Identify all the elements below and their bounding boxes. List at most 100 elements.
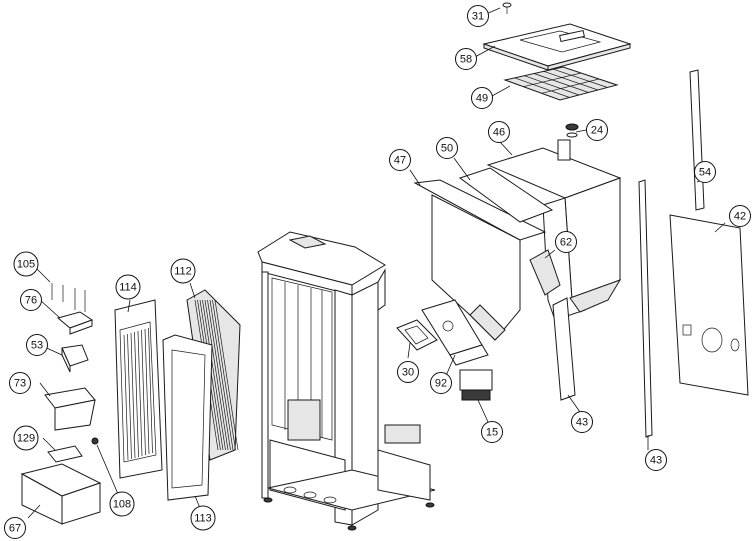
strip-54 [689,69,705,211]
strip-43-right [638,179,653,438]
callout-label: 54 [699,167,711,179]
callout-circle [115,274,141,300]
motor-15 [459,369,493,401]
callout-129: 129 [13,425,39,451]
bracket-50 [458,167,554,223]
leader-lines [27,7,726,519]
hopper-front-47 [413,179,547,341]
callout-circle [109,491,135,517]
callout-label: 114 [119,282,137,294]
callout-92: 92 [430,372,452,394]
callout-43b: 43 [645,449,667,471]
callout-label: 73 [14,378,26,390]
callout-54: 54 [694,161,716,183]
callout-circle [13,251,39,277]
callout-53: 53 [26,334,48,356]
callout-46: 46 [488,121,510,143]
callout-circle [729,205,751,227]
callout-circle [555,231,577,253]
callout-label: 24 [591,125,603,137]
knob-108 [91,437,99,445]
callout-label: 46 [493,127,505,139]
callout-circle [20,289,42,311]
callout-label: 108 [113,499,131,511]
callout-label: 31 [472,11,484,23]
callout-circle [467,5,489,27]
box-53 [61,344,89,373]
plate-62 [529,249,561,296]
callout-label: 92 [435,378,447,390]
callout-circle [389,149,411,171]
panel-114 [114,299,163,479]
callout-31: 31 [467,5,489,27]
callout-label: 67 [9,523,21,535]
callout-circle [397,361,419,383]
door-113 [162,334,213,501]
gasket-30 [396,319,438,351]
strip-43-mid [552,297,576,401]
screws-105 [51,283,86,312]
callout-circle [13,425,39,451]
gasket-129 [47,445,83,463]
callout-circle [481,421,503,443]
callout-label: 129 [17,433,35,445]
screw-31 [502,2,512,14]
callout-47: 47 [389,149,411,171]
callout-15: 15 [481,421,503,443]
bracket-76 [56,311,94,335]
callout-105: 105 [13,251,39,277]
callout-label: 49 [476,93,488,105]
callout-label: 105 [17,259,35,271]
callout-112: 112 [170,258,196,284]
callout-layer: 31 58 49 24 46 50 47 54 42 62 30 92 15 43 43 105 76 53 73 1… [4,5,751,539]
callout-58: 58 [455,48,477,70]
callout-circle [471,87,493,109]
callout-113: 113 [190,505,216,531]
callout-circle [4,517,26,539]
callout-49: 49 [471,87,493,109]
callout-label: 76 [25,295,37,307]
callout-circle [190,505,216,531]
callout-circle [645,449,667,471]
callout-label: 47 [394,155,406,167]
callout-67: 67 [4,517,26,539]
callout-circle [436,137,458,159]
callout-label: 62 [560,237,572,249]
callout-circle [170,258,196,284]
main-frame [257,231,436,531]
callout-label: 43 [576,417,588,429]
callout-label: 113 [194,513,212,525]
callout-108: 108 [109,491,135,517]
panel-42 [669,214,749,396]
callout-circle [26,334,48,356]
callout-76: 76 [20,289,42,311]
grate-49 [503,66,619,101]
callout-label: 43 [650,455,662,467]
ash-tray-67 [20,463,102,525]
panel-112 [186,289,241,461]
callout-label: 58 [460,54,472,66]
callout-label: 15 [486,427,498,439]
callout-label: 30 [402,367,414,379]
callout-circle [694,161,716,183]
callout-30: 30 [397,361,419,383]
basket-73 [44,387,96,431]
fitting-24 [565,123,579,138]
callout-50: 50 [436,137,458,159]
callout-62: 62 [555,231,577,253]
callout-circle [586,119,608,141]
callout-circle [430,372,452,394]
callout-label: 112 [174,266,192,278]
callout-73: 73 [9,372,31,394]
callout-label: 50 [441,143,453,155]
callout-43a: 43 [571,411,593,433]
callout-42: 42 [729,205,751,227]
callout-circle [571,411,593,433]
callout-circle [455,48,477,70]
callout-circle [9,372,31,394]
top-cover-58 [482,23,632,71]
auger-92 [421,299,489,366]
callout-label: 42 [734,211,746,223]
